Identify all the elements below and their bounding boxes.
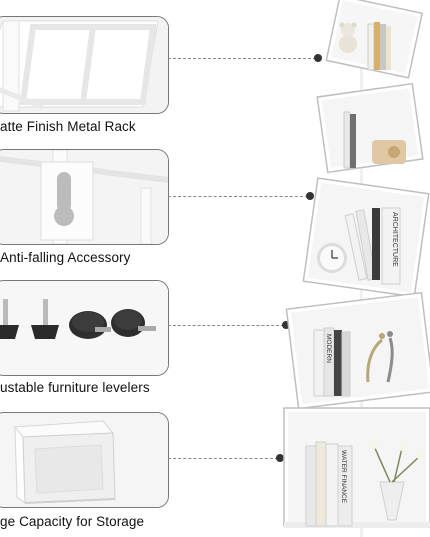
feature-panel-capacity xyxy=(0,412,169,508)
tree-bookshelf-image: ARCHITECTURE MODERN WATER FINANCE xyxy=(283,0,430,537)
connector-dot-1 xyxy=(314,54,322,62)
books-fourth-shelf: MODERN xyxy=(313,327,351,397)
books-third-shelf: ARCHITECTURE xyxy=(344,207,401,285)
books-second-shelf xyxy=(343,111,356,169)
dancing-figurine-decoration xyxy=(366,331,394,383)
teddy-bear-decoration xyxy=(339,22,357,53)
feature-caption-levelers: ustable furniture levelers xyxy=(0,380,150,395)
connector-line-3 xyxy=(168,325,284,326)
storage-cube-image xyxy=(0,413,168,507)
book-spine-modern: MODERN xyxy=(325,334,332,363)
connector-dot-3 xyxy=(282,321,290,329)
furniture-levelers-image xyxy=(0,281,168,375)
shelf-cube-4 xyxy=(285,291,430,410)
anti-falling-bracket-image xyxy=(0,150,168,244)
feature-caption-anti-falling: Anti-falling Accessory xyxy=(0,250,131,265)
metal-rack-closeup-image xyxy=(0,17,168,113)
shelf-cube-2 xyxy=(316,82,424,174)
connector-line-4 xyxy=(168,458,278,459)
connector-line-2 xyxy=(168,196,308,197)
connector-line-1 xyxy=(168,58,316,59)
feature-panel-metal-rack xyxy=(0,16,169,114)
feature-panel-levelers xyxy=(0,280,169,376)
connector-dot-4 xyxy=(276,454,284,462)
radio-decoration xyxy=(372,140,406,164)
feature-panel-anti-falling xyxy=(0,149,169,245)
book-spine-water-finance: WATER FINANCE xyxy=(340,450,347,504)
books-top-shelf xyxy=(367,22,391,71)
feature-caption-capacity: ge Capacity for Storage xyxy=(0,514,145,529)
vase-with-flowers-decoration xyxy=(369,439,425,521)
book-spine-architecture: ARCHITECTURE xyxy=(391,212,398,267)
connector-dot-2 xyxy=(306,192,314,200)
feature-caption-metal-rack: atte Finish Metal Rack xyxy=(0,119,136,134)
alarm-clock-decoration xyxy=(317,243,347,273)
books-base-shelf: WATER FINANCE xyxy=(305,441,353,527)
